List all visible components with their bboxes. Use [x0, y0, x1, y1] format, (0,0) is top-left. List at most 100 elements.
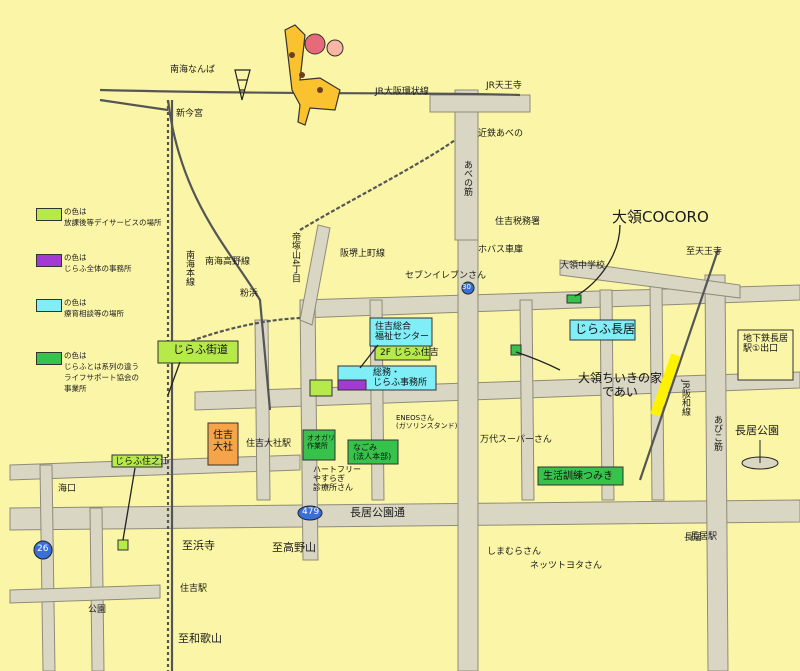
legend-4-line-3: ライフサポート協会の	[64, 372, 139, 382]
road-abeno-suji	[457, 239, 479, 671]
place-abiko-exit[interactable]: 地下鉄長居駅①出口	[743, 334, 789, 355]
place-sumiyoshi-taisha[interactable]: 住吉 大社	[213, 430, 233, 453]
legend-1-line-2: 放課後等デイサービスの場所	[64, 217, 162, 227]
place-jirafu-nagai[interactable]: じらふ長居	[575, 322, 636, 336]
line-abiko-suji: あびこ筋	[712, 415, 722, 451]
block-abiko-exit	[737, 329, 794, 381]
legend-1-line-1: の色は	[64, 207, 87, 216]
legend-swatch-green	[36, 352, 62, 365]
station-shin-imamiya: 新今宮	[176, 109, 204, 119]
block-suminoe	[111, 454, 163, 468]
road-label-nagai-koen-dori: 長居公園通	[350, 506, 405, 519]
place-deai[interactable]: 大領ちいきの家 であい	[577, 371, 662, 399]
place-eneos: ENEOSさん (ガソリンスタンド)	[396, 414, 458, 431]
place-jirafu-suminoe[interactable]: じらふ住之江	[115, 457, 170, 467]
road-abiko-suji	[704, 274, 729, 671]
legend-swatch-purple	[36, 254, 62, 267]
rail-nankai-koya	[166, 99, 272, 411]
road-abeno-suji-north	[454, 89, 479, 241]
road-central-horizontal	[194, 371, 800, 411]
place-nagai-label: 長居	[684, 533, 703, 543]
shield-30	[461, 281, 475, 295]
place-koen: 公園	[88, 605, 107, 615]
place-tsumiki[interactable]: 生活訓練つみき	[543, 471, 613, 482]
station-kohama: 粉浜	[240, 289, 259, 299]
legend-text-1: の色は 放課後等デイサービスの場所	[64, 207, 162, 229]
block-nagomi	[347, 439, 399, 465]
legend-3-line-1: の色は	[64, 298, 87, 307]
place-cocoro[interactable]: 大領COCORO	[612, 208, 709, 226]
rail-jr-loop	[99, 88, 521, 97]
road-v-4	[599, 289, 615, 501]
legend-text-4: の色は じらふとは系列の違う ライフサポート協会の 事業所	[64, 351, 139, 395]
rail-namba-link	[99, 98, 169, 112]
fountain-icon	[741, 440, 779, 470]
rail-jr-hanwa	[638, 249, 720, 481]
legend-4-line-2: じらふとは系列の違う	[64, 361, 139, 371]
block-deai	[510, 344, 522, 356]
shield-label-30: 30	[462, 283, 471, 291]
station-jr-tennoji: JR天王寺	[486, 81, 522, 91]
block-jirafu-nagai	[569, 319, 636, 341]
place-seven: セブンイレブンさん	[405, 271, 487, 281]
shield-479	[297, 505, 323, 521]
place-nagai-park: 長居公園	[735, 424, 779, 437]
place-jirafu-kaido[interactable]: じらふ街道	[173, 343, 228, 356]
line-nankai-koya: 南海高野線	[205, 257, 251, 267]
block-b1	[309, 379, 333, 397]
pointer-suminoe	[122, 467, 136, 541]
place-kaiguchi: 海口	[58, 484, 77, 494]
line-nankai-honsen: 南海本線	[184, 250, 194, 286]
legend-text-2: の色は じらふ全体の事務所	[64, 253, 132, 275]
place-netto: ネッツトヨタさん	[530, 561, 603, 571]
station-nagai: 長居駅	[690, 532, 718, 542]
road-west-4	[9, 584, 161, 604]
to-hamadera: 至浜寺	[182, 539, 215, 552]
legend-swatch-cyan	[36, 299, 62, 312]
place-daiyo-school: 大領中学校	[560, 261, 606, 271]
shield-label-26: 26	[37, 544, 49, 554]
block-jirafu-sumiyoshi	[374, 345, 431, 361]
place-blocks	[111, 294, 794, 551]
station-sumiyoshi-taisha: 住吉大社駅	[246, 439, 292, 449]
legend-3-line-2: 療育相談等の場所	[64, 308, 124, 318]
route-shields	[33, 281, 475, 560]
place-shimamura: しまむらさん	[487, 547, 542, 557]
line-hankai-uemachi: 阪堺上町線	[340, 249, 386, 259]
station-teitsuka: 帝塚山4丁目	[290, 232, 300, 283]
place-bus-depot: ホバス車庫	[478, 245, 524, 255]
pointer-deai	[515, 351, 561, 371]
place-jirafu-sumiyoshi[interactable]: 2F じらふ住吉	[380, 348, 439, 358]
block-suminoe-marker	[117, 539, 129, 551]
legend-swatch-yellow-green	[36, 208, 62, 221]
road-v-3	[519, 299, 535, 501]
shield-26	[33, 540, 53, 560]
callouts	[122, 224, 621, 541]
place-mansei: 万代スーパーさん	[480, 435, 552, 445]
place-ohgari[interactable]: オオガリ 作業所	[307, 434, 335, 451]
pointer-kaido	[167, 361, 181, 396]
place-jyutaku: 住吉税務署	[495, 217, 541, 227]
place-hanatetsu: ハートフリー やすらぎ 診療所さん	[313, 465, 361, 493]
place-sumiyoshi-center[interactable]: 住吉総合 福祉センター	[375, 322, 430, 343]
block-sumiyoshi-taisha	[207, 422, 239, 466]
place-jirafu-jimusho[interactable]: 総務・ じらふ事務所	[373, 368, 428, 389]
block-cocoro	[566, 294, 582, 304]
pointer-cocoro	[574, 224, 621, 297]
legend-2-line-2: じらふ全体の事務所	[64, 263, 132, 273]
pointer-sumiyoshi	[359, 344, 379, 369]
legend-4-line-4: 事業所	[64, 383, 87, 393]
place-nagomi[interactable]: なごみ (法人本部)	[353, 443, 392, 462]
block-jimusho-purple	[337, 379, 367, 391]
rail-jr-hanwa-highlight	[650, 353, 681, 417]
legend-text-3: の色は 療育相談等の場所	[64, 298, 124, 320]
line-jr-loop: JR大阪環状線	[375, 87, 429, 97]
shield-label-479: 479	[302, 507, 320, 517]
block-ohgari	[302, 429, 336, 461]
to-tennoji: 至天王寺	[686, 247, 723, 257]
station-sumiyoshi: 住吉駅	[180, 584, 208, 594]
station-kintetsu-abeno: 近鉄あべの	[478, 129, 524, 139]
giraffe-mascot-icon	[284, 24, 344, 126]
